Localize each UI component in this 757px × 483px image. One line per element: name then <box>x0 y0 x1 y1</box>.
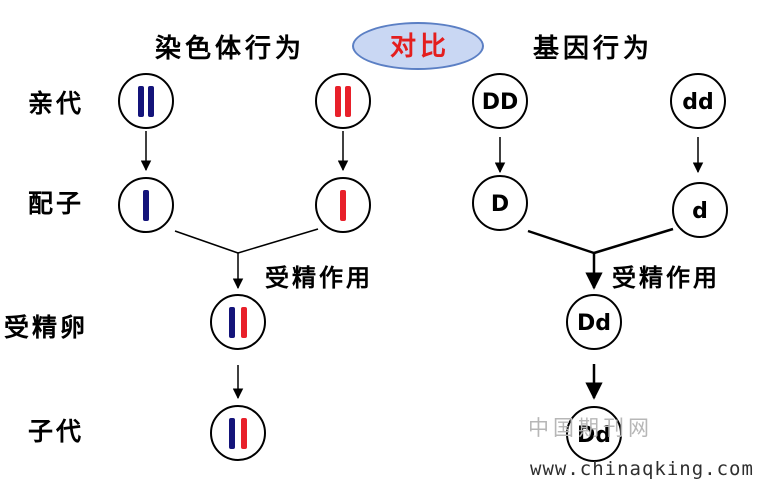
gene-behavior-heading: 基因行为 <box>533 34 654 64</box>
gamete-cell-d: d <box>672 182 728 238</box>
chromosome-paternal <box>345 86 351 117</box>
fertilization-label-chromosome: 受精作用 <box>265 264 373 292</box>
gene-label-offspring: Dd <box>577 423 611 448</box>
chromosome-behavior-heading: 染色体行为 <box>155 34 306 64</box>
chromosome-maternal <box>138 86 144 117</box>
compare-label: 对比 <box>389 32 450 62</box>
row-label-gamete: 配子 <box>28 189 85 218</box>
offspring-cell-chromosome <box>210 405 266 461</box>
row-label-zygote: 受精卵 <box>4 313 89 342</box>
parent-cell-paternal <box>315 73 371 129</box>
offspring-cell-Dd: Dd <box>566 406 622 462</box>
gamete-cell-maternal <box>118 177 174 233</box>
fertilization-label-gene: 受精作用 <box>612 264 720 292</box>
fertilization-connector-gene <box>527 227 674 290</box>
gene-label-gamete-left: D <box>491 192 509 217</box>
watermark-url: www.chinaqking.com <box>530 458 754 480</box>
parent-cell-maternal <box>118 73 174 129</box>
watermark-site-name: 中国期刊网 <box>528 416 653 440</box>
chromosome-maternal <box>143 190 149 221</box>
chromosome-maternal <box>229 418 235 449</box>
chromosome-paternal <box>335 86 341 117</box>
gene-label-gamete-right: d <box>692 199 708 224</box>
parent-cell-dd: dd <box>670 73 726 129</box>
zygote-cell-Dd: Dd <box>566 294 622 350</box>
gamete-cell-paternal <box>315 177 371 233</box>
compare-oval: 对比 <box>352 22 484 70</box>
row-label-offspring: 子代 <box>28 417 85 446</box>
chromosome-paternal <box>241 307 247 338</box>
chromosome-maternal <box>229 307 235 338</box>
zygote-cell-chromosome <box>210 294 266 350</box>
gene-label-parent-left: DD <box>482 90 519 115</box>
fertilization-connector-chromosome <box>174 228 319 290</box>
gene-label-zygote: Dd <box>577 311 611 336</box>
chromosome-paternal <box>241 418 247 449</box>
chromosome-paternal <box>340 190 346 221</box>
gamete-cell-D: D <box>472 175 528 231</box>
row-label-parent: 亲代 <box>28 89 85 118</box>
parent-cell-DD: DD <box>472 73 528 129</box>
gene-label-parent-right: dd <box>682 90 714 115</box>
chromosome-maternal <box>148 86 154 117</box>
